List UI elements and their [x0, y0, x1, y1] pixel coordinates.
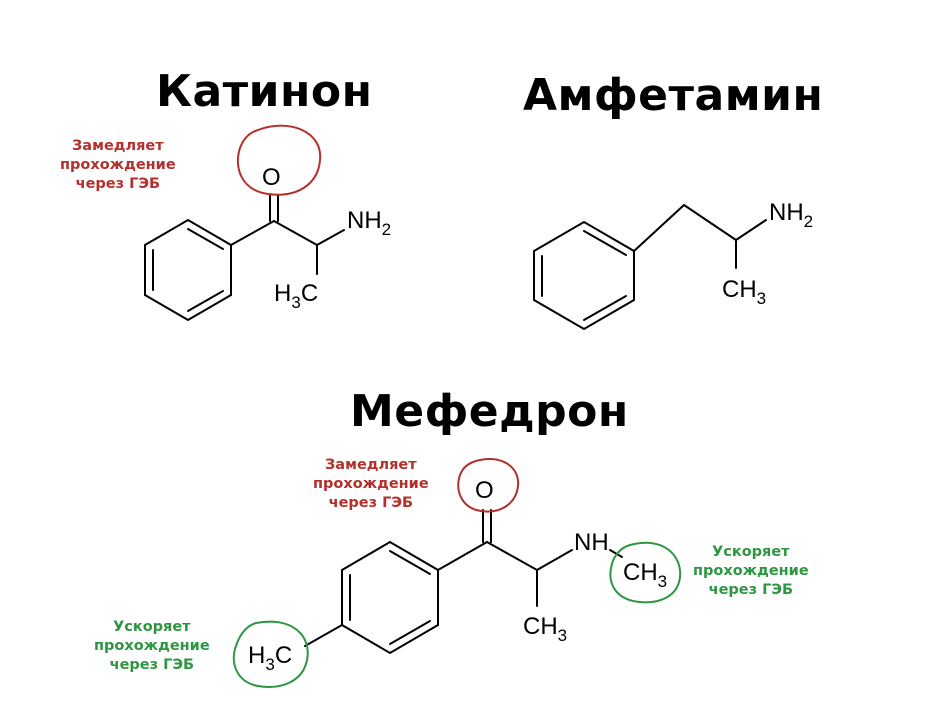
subscript: 2	[382, 220, 391, 239]
mephedrone-bond	[437, 541, 488, 571]
note-line: Замедляет	[72, 138, 164, 154]
mephedrone-alpha-methyl-label: CH3	[523, 613, 567, 645]
subscript: 3	[558, 626, 567, 645]
subscript: 3	[658, 572, 667, 591]
atom-text: CH	[523, 613, 558, 640]
cathinone-structure	[144, 194, 345, 322]
cathinone-bond	[230, 220, 275, 246]
title-mephedrone: Мефедрон	[350, 386, 629, 437]
cathinone-amine-label: NH2	[347, 207, 391, 239]
title-amphetamine: Амфетамин	[523, 70, 824, 121]
amphetamine-methyl-label: CH3	[722, 276, 766, 308]
amphetamine-aromatic-bonds	[541, 230, 627, 321]
cathinone-bond	[316, 229, 345, 246]
mephedrone-amine-label: NH	[574, 529, 609, 556]
subscript: 3	[291, 293, 300, 312]
note-line: Ускоряет	[113, 619, 191, 635]
note-cathinone-slows: Замедляет прохождение через ГЭБ	[60, 137, 176, 194]
cathinone-oxygen-red-circle	[236, 124, 322, 196]
cathinone-methyl-label: H3C	[274, 280, 318, 312]
mephedrone-n-methyl-label: CH3	[623, 559, 667, 591]
cathinone-bond	[273, 220, 318, 246]
amphetamine-structure	[533, 204, 767, 331]
subscript: 3	[757, 289, 766, 308]
cathinone-aromatic-bonds	[152, 228, 224, 312]
mephedrone-ring-methyl-green-circle	[232, 620, 309, 688]
amphetamine-bond	[683, 204, 737, 241]
cathinone-oxygen-label: O	[262, 164, 281, 191]
atom-text: C	[301, 280, 318, 307]
amphetamine-bond	[735, 219, 767, 241]
mephedrone-oxygen-red-circle	[457, 458, 520, 513]
mephedrone-n-methyl-green-circle	[609, 541, 682, 604]
note-line: прохождение	[313, 476, 429, 492]
atom-text: H	[274, 280, 291, 307]
cathinone-benzene-ring	[144, 218, 232, 322]
atom-text: CH	[623, 559, 658, 586]
amphetamine-benzene-ring	[533, 220, 635, 331]
mephedrone-structure	[304, 509, 623, 655]
subscript: 3	[265, 655, 274, 674]
mephedrone-bond	[304, 624, 343, 647]
note-mephedrone-speeds-left: Ускоряет прохождение через ГЭБ	[94, 618, 210, 675]
mephedrone-aromatic-bonds	[349, 550, 431, 645]
note-line: прохождение	[60, 157, 176, 173]
amphetamine-amine-label: NH2	[769, 199, 813, 231]
note-mephedrone-slows: Замедляет прохождение через ГЭБ	[313, 456, 429, 513]
amphetamine-bond	[633, 204, 685, 252]
mephedrone-oxygen-label: O	[475, 477, 494, 504]
mephedrone-ring-methyl-label: H3C	[248, 642, 292, 674]
note-line: через ГЭБ	[109, 657, 195, 673]
note-line: прохождение	[94, 638, 210, 654]
note-line: через ГЭБ	[75, 176, 161, 192]
note-mephedrone-speeds-right: Ускоряет прохождение через ГЭБ	[693, 543, 809, 600]
note-line: прохождение	[693, 563, 809, 579]
mephedrone-benzene-ring	[341, 540, 439, 655]
title-cathinone: Катинон	[156, 66, 373, 117]
note-line: через ГЭБ	[328, 495, 414, 511]
atom-text: C	[275, 642, 292, 669]
atom-text: H	[248, 642, 265, 669]
note-line: Замедляет	[325, 457, 417, 473]
note-line: Ускоряет	[712, 544, 790, 560]
mephedrone-bond	[486, 541, 538, 571]
mephedrone-bond	[536, 549, 573, 571]
atom-text: CH	[722, 276, 757, 303]
atom-text: NH	[347, 207, 382, 234]
atom-text: NH	[769, 199, 804, 226]
subscript: 2	[804, 212, 813, 231]
note-line: через ГЭБ	[708, 582, 794, 598]
